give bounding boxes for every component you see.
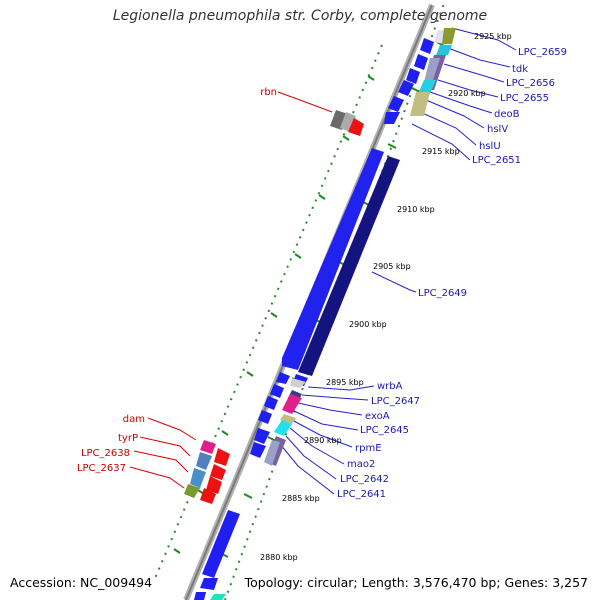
gene-arrow	[206, 476, 222, 494]
left-tick	[221, 430, 229, 436]
right-leader-lines	[279, 27, 517, 495]
tick-label-2915: 2915 kbp	[422, 147, 460, 156]
gene-label[interactable]: LPC_2642	[340, 474, 389, 485]
gene-arrow	[384, 112, 400, 124]
tick-label-2890: 2890 kbp	[304, 436, 342, 445]
left-gene-labels: rbn dam tyrP LPC_2638 LPC_2637	[77, 87, 277, 474]
genome-summary: Topology: circular; Length: 3,576,470 bp…	[242, 574, 590, 591]
gene-label[interactable]: tyrP	[118, 433, 138, 444]
left-tick	[367, 75, 375, 81]
gene-label[interactable]: exoA	[365, 411, 390, 422]
gene-label[interactable]: hslV	[487, 124, 508, 135]
left-tick	[173, 548, 181, 554]
gene-label[interactable]: LPC_2651	[472, 155, 521, 166]
right-gene-labels: LPC_2659 tdk LPC_2656 LPC_2655 deoB hslV…	[337, 47, 567, 500]
gene-label[interactable]: LPC_2641	[337, 489, 386, 500]
left-tick	[294, 253, 302, 259]
gene-label[interactable]: LPC_2655	[500, 93, 549, 104]
gene-arrow	[258, 410, 272, 424]
gene-label[interactable]: LPC_2656	[506, 78, 555, 89]
gene-arrow	[210, 464, 226, 480]
gene-block	[190, 468, 206, 488]
tick-label-2920: 2920 kbp	[448, 89, 486, 98]
tick-label-2910: 2910 kbp	[397, 205, 435, 214]
gene-label[interactable]: dam	[123, 414, 145, 425]
gene-arrow	[270, 384, 284, 398]
tick-label-2900: 2900 kbp	[349, 320, 387, 329]
left-dotted-guide	[149, 44, 383, 591]
gene-label[interactable]: LPC_2645	[360, 425, 409, 436]
gene-label[interactable]: LPC_2637	[77, 463, 126, 474]
gene-block	[418, 80, 436, 94]
genome-title: Legionella pneumophila str. Corby, compl…	[112, 8, 488, 24]
gene-block	[436, 45, 452, 55]
gene-block	[196, 452, 212, 470]
gene-label[interactable]: mao2	[347, 459, 375, 470]
gene-arrow	[414, 54, 428, 70]
long-genes	[282, 148, 400, 376]
tick-label-2925: 2925 kbp	[474, 32, 512, 41]
gene-label[interactable]: wrbA	[377, 381, 403, 392]
gene-block	[264, 440, 280, 466]
accession-text: Accession: NC_009494	[8, 574, 155, 591]
gene-arrow	[264, 396, 278, 410]
gene-label[interactable]: hslU	[479, 141, 501, 152]
gene-label[interactable]: deoB	[494, 109, 520, 120]
gene-block	[290, 378, 306, 388]
gene-arrow	[348, 118, 364, 136]
gene-block	[210, 594, 226, 600]
gene-block	[340, 112, 356, 132]
dotted-guides	[149, 0, 447, 600]
gene-block	[442, 28, 456, 44]
gene-label[interactable]: tdk	[512, 64, 528, 75]
gene-arrow	[254, 428, 270, 444]
gene-label[interactable]: LPC_2659	[518, 47, 567, 58]
left-tick	[342, 135, 350, 141]
left-tick-marks	[173, 75, 375, 554]
tick-2920	[411, 87, 421, 93]
gene-arrow	[250, 442, 266, 458]
tick-label-2905: 2905 kbp	[373, 262, 411, 271]
long-gene-lpc2649-b	[298, 156, 400, 376]
gene-arrow	[214, 448, 230, 466]
gene-arrow	[406, 68, 420, 84]
kbp-labels: 2925 kbp 2920 kbp 2915 kbp 2910 kbp 2905…	[260, 32, 512, 562]
gene-block	[282, 394, 302, 414]
gene-block	[410, 92, 430, 116]
tick-label-2885: 2885 kbp	[282, 494, 320, 503]
gene-label[interactable]: rbn	[260, 87, 277, 98]
gene-block	[274, 420, 292, 436]
left-tick	[270, 312, 278, 318]
long-gene-lpc2649-a	[282, 148, 384, 370]
gene-block	[200, 440, 216, 454]
tick-2885	[243, 493, 253, 499]
tick-2915	[387, 143, 397, 149]
gene-label[interactable]: LPC_2647	[371, 396, 420, 407]
gene-label[interactable]: LPC_2638	[81, 448, 130, 459]
gene-arrow	[276, 372, 290, 384]
rbn-genes	[330, 110, 364, 136]
gene-arrow	[200, 488, 216, 504]
left-cluster-genes	[184, 440, 230, 504]
middle-genes	[250, 372, 308, 466]
tick-label-2880: 2880 kbp	[260, 553, 298, 562]
gene-arrow	[420, 38, 434, 54]
gene-arrow	[194, 592, 206, 600]
gene-arrow	[202, 510, 240, 578]
tick-label-2895: 2895 kbp	[326, 378, 364, 387]
left-tick	[318, 194, 326, 200]
top-right-genes	[384, 28, 456, 124]
left-tick	[246, 371, 254, 377]
gene-arrow	[388, 96, 404, 112]
gene-block	[184, 484, 200, 498]
gene-label[interactable]: rpmE	[355, 443, 382, 454]
gene-arrow	[200, 578, 218, 590]
bottom-genes	[194, 510, 240, 600]
gene-arrow	[398, 80, 414, 96]
gene-block	[280, 414, 296, 424]
left-leader-lines	[129, 91, 333, 489]
gene-label[interactable]: LPC_2649	[418, 288, 467, 299]
